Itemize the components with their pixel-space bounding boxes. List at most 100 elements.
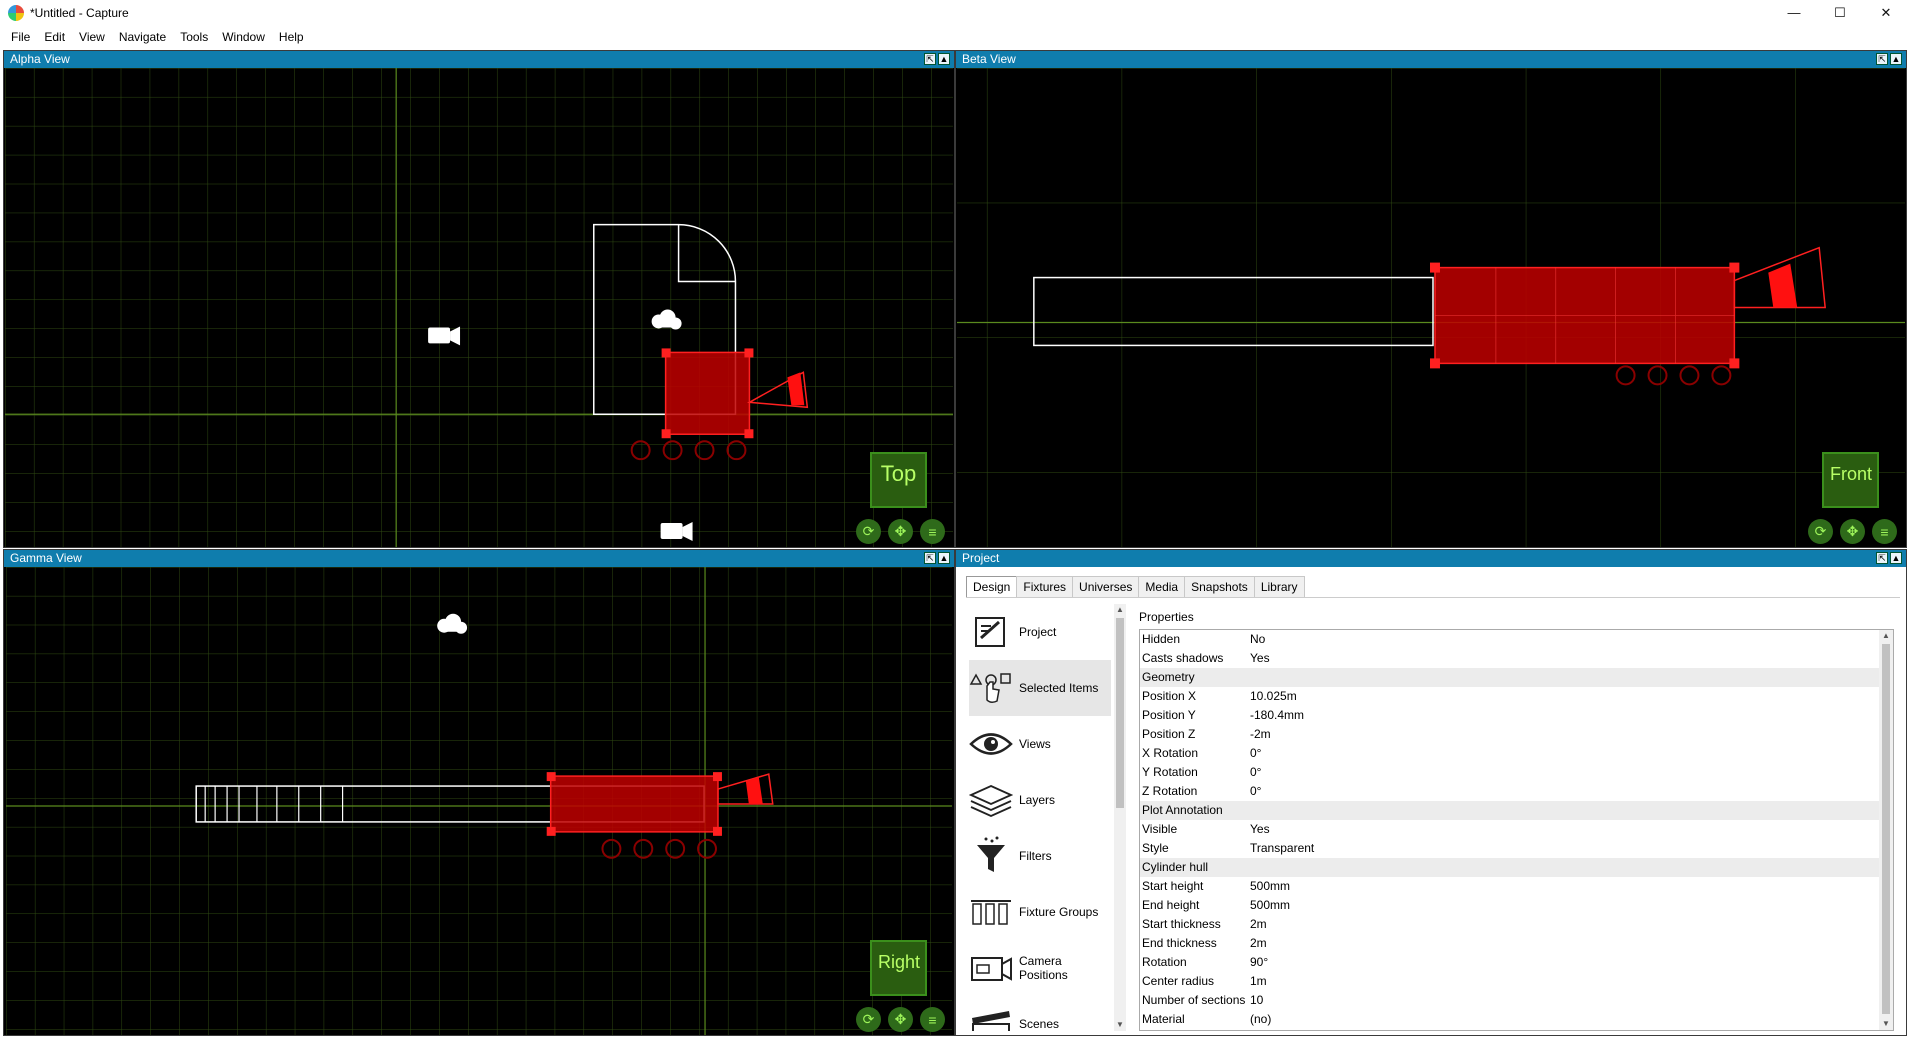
maximize-button[interactable]: ☐	[1834, 4, 1846, 20]
property-row[interactable]: Material(no)	[1140, 1010, 1893, 1029]
property-value[interactable]: 2m	[1250, 936, 1267, 950]
selection-handle[interactable]	[744, 429, 754, 439]
maximize-panel-icon[interactable]: ▲	[938, 53, 950, 65]
selection-handle[interactable]	[546, 772, 556, 782]
nav-item-camera-positions[interactable]: Camera Positions	[969, 940, 1111, 996]
nav-scrollbar[interactable]: ▲ ▼	[1114, 604, 1126, 1031]
property-value[interactable]: No	[1250, 632, 1266, 646]
property-value[interactable]: Transparent	[1250, 841, 1315, 855]
property-value[interactable]: 500mm	[1250, 898, 1291, 912]
alpha-viewport[interactable]: Top ⟳ ✥ ≡	[4, 68, 954, 547]
selection-handle[interactable]	[661, 429, 671, 439]
selection-handle[interactable]	[1729, 262, 1740, 273]
gamma-viewport[interactable]: Right ⟳ ✥ ≡	[4, 567, 954, 1035]
menu-window[interactable]: Window	[222, 30, 265, 44]
object-gizmos[interactable]	[601, 838, 717, 859]
tab-fixtures[interactable]: Fixtures	[1016, 576, 1074, 597]
property-section-header[interactable]: Cylinder hull	[1140, 858, 1893, 877]
nav-item-layers[interactable]: Layers	[969, 772, 1111, 828]
camera-icon[interactable]	[660, 522, 693, 542]
pan-icon[interactable]: ✥	[1840, 519, 1865, 544]
selection-handle[interactable]	[713, 826, 722, 836]
view-menu-icon[interactable]: ≡	[920, 1007, 945, 1032]
property-value[interactable]: 0°	[1250, 746, 1262, 760]
selected-object[interactable]	[664, 351, 751, 435]
property-value[interactable]: -180.4mm	[1250, 708, 1305, 722]
property-section-header[interactable]: Geometry	[1140, 668, 1893, 687]
property-value[interactable]: 500mm	[1250, 879, 1291, 893]
menu-tools[interactable]: Tools	[180, 30, 209, 44]
view-menu-icon[interactable]: ≡	[920, 519, 945, 544]
tab-snapshots[interactable]: Snapshots	[1184, 576, 1255, 597]
object-gizmos[interactable]	[630, 440, 747, 461]
property-value[interactable]: Yes	[1250, 822, 1270, 836]
maximize-panel-icon[interactable]: ▲	[1890, 53, 1902, 65]
view-label-top[interactable]: Top	[870, 452, 927, 508]
pan-icon[interactable]: ✥	[888, 1007, 913, 1032]
minimize-button[interactable]: —	[1787, 5, 1801, 20]
scroll-up-icon[interactable]: ▲	[1882, 631, 1890, 640]
scroll-up-icon[interactable]: ▲	[1116, 605, 1124, 614]
beta-viewport[interactable]: Front ⟳ ✥ ≡	[956, 68, 1906, 547]
orbit-icon[interactable]: ⟳	[856, 519, 881, 544]
tab-library[interactable]: Library	[1253, 576, 1305, 597]
camera-icon[interactable]	[428, 326, 461, 346]
property-value[interactable]: 1m	[1250, 974, 1267, 988]
menu-edit[interactable]: Edit	[44, 30, 66, 44]
tab-design[interactable]: Design	[966, 576, 1018, 597]
pan-icon[interactable]: ✥	[888, 519, 913, 544]
menu-file[interactable]: File	[11, 30, 31, 44]
property-value[interactable]: -2m	[1250, 727, 1271, 741]
property-row[interactable]: Position Z-2m	[1140, 725, 1893, 744]
menu-help[interactable]: Help	[278, 30, 304, 44]
nav-item-project[interactable]: Project	[969, 604, 1111, 660]
float-panel-icon[interactable]: ⇱	[1876, 552, 1888, 564]
maximize-panel-icon[interactable]: ▲	[938, 552, 950, 564]
float-panel-icon[interactable]: ⇱	[924, 552, 936, 564]
scroll-thumb[interactable]	[1116, 618, 1124, 808]
selection-handle[interactable]	[546, 826, 556, 836]
selection-handle[interactable]	[744, 348, 754, 358]
nav-item-selected-items[interactable]: Selected Items	[969, 660, 1111, 716]
orbit-icon[interactable]: ⟳	[1808, 519, 1833, 544]
nav-item-filters[interactable]: Filters	[969, 828, 1111, 884]
scroll-down-icon[interactable]: ▼	[1882, 1019, 1890, 1028]
menu-view[interactable]: View	[79, 30, 105, 44]
view-label-right[interactable]: Right	[870, 940, 927, 996]
property-value[interactable]: 2m	[1250, 917, 1267, 931]
property-value[interactable]: 0°	[1250, 784, 1262, 798]
property-section-header[interactable]: Plot Annotation	[1140, 801, 1893, 820]
selection-handle[interactable]	[661, 348, 671, 358]
nav-item-scenes[interactable]: Scenes	[969, 996, 1111, 1031]
selection-handle[interactable]	[1729, 358, 1740, 369]
tab-media[interactable]: Media	[1138, 576, 1186, 597]
property-row[interactable]: Position Y-180.4mm	[1140, 706, 1893, 725]
selection-handle[interactable]	[713, 772, 722, 782]
menu-navigate[interactable]: Navigate	[118, 30, 167, 44]
maximize-panel-icon[interactable]: ▲	[1890, 552, 1902, 564]
selection-handle[interactable]	[1430, 262, 1440, 273]
close-button[interactable]: ✕	[1880, 4, 1892, 20]
property-value[interactable]: Yes	[1250, 651, 1270, 665]
orbit-icon[interactable]: ⟳	[856, 1007, 881, 1032]
selected-object[interactable]	[549, 775, 719, 833]
property-value[interactable]: 90°	[1250, 955, 1269, 969]
float-panel-icon[interactable]: ⇱	[924, 53, 936, 65]
nav-item-fixture-groups[interactable]: Fixture Groups	[969, 884, 1111, 940]
properties-scrollbar[interactable]: ▲ ▼	[1879, 630, 1893, 1030]
property-value[interactable]: (no)	[1250, 1012, 1272, 1026]
